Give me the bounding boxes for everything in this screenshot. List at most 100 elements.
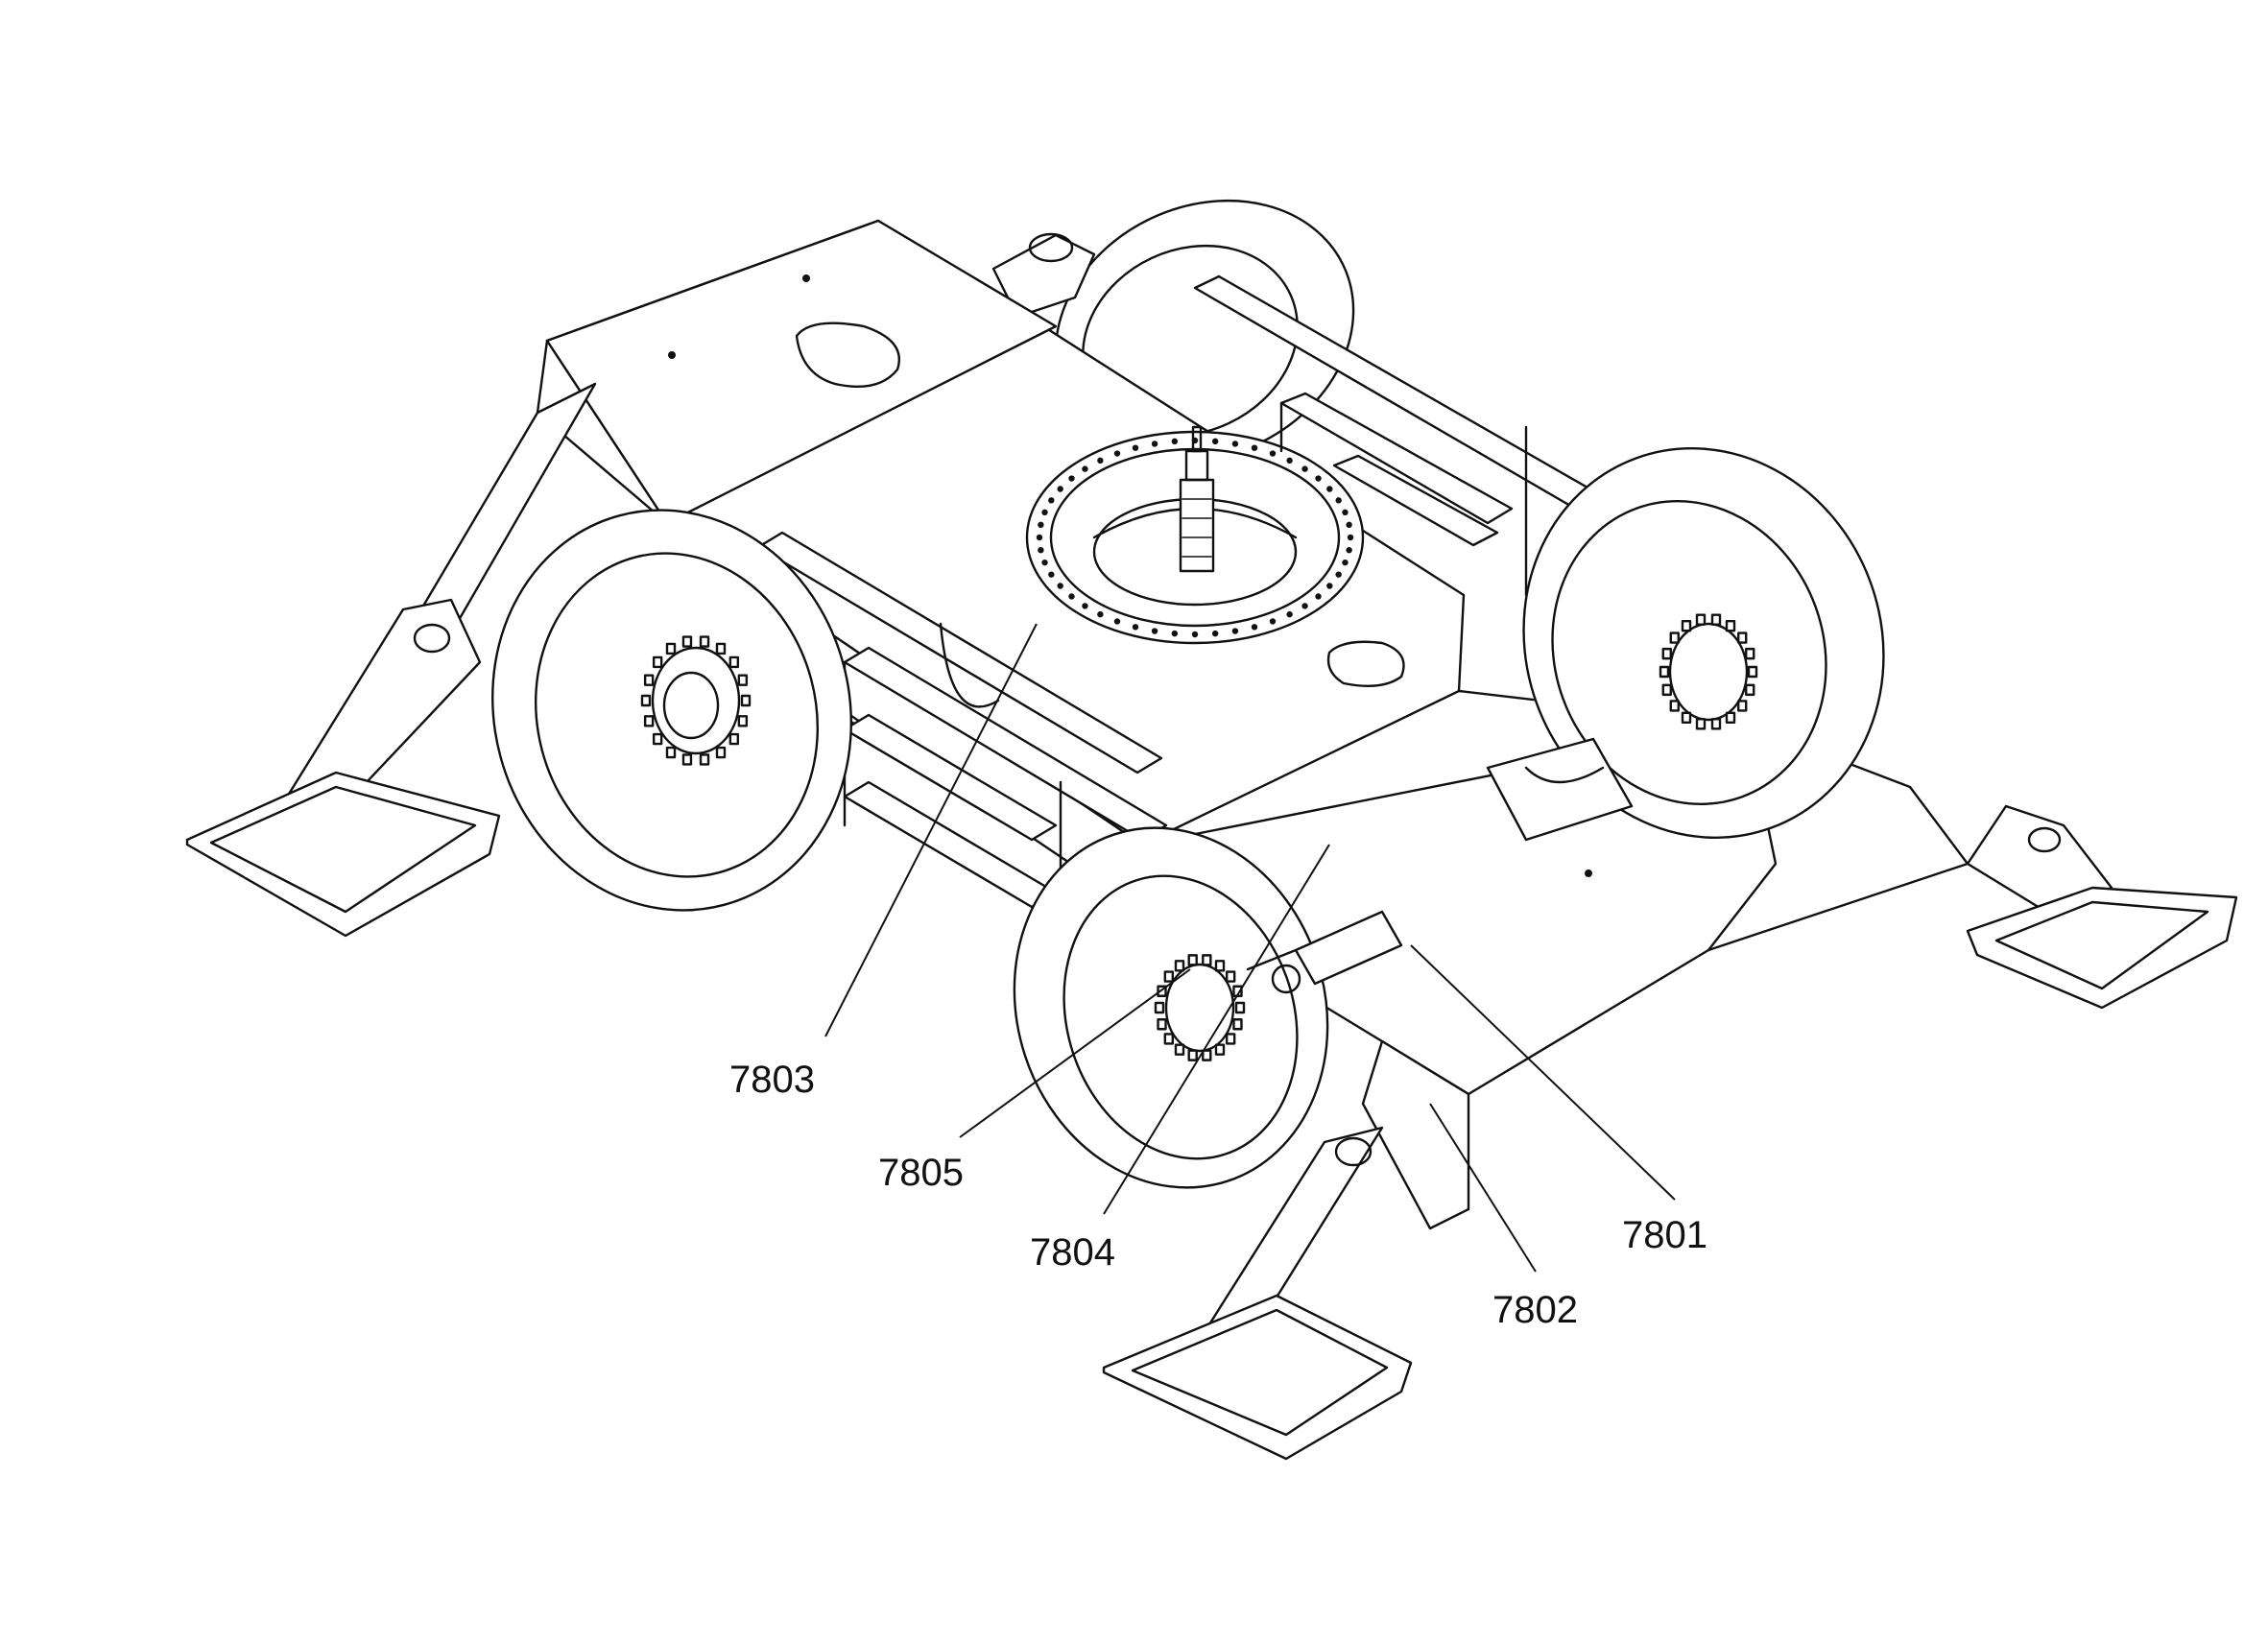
front-left-wheel bbox=[1013, 826, 1329, 1189]
callout-7804: 7804 bbox=[1030, 1231, 1115, 1274]
bolt-hole bbox=[1346, 546, 1352, 554]
bolt-hole bbox=[1041, 559, 1048, 566]
bolt-hole bbox=[1082, 465, 1088, 472]
hub-tooth bbox=[728, 732, 740, 746]
hub-tooth bbox=[1232, 1018, 1243, 1031]
bolt-hole bbox=[1342, 509, 1349, 516]
hub-tooth bbox=[1661, 647, 1672, 660]
hub-tooth bbox=[652, 732, 663, 746]
bolt-hole bbox=[1038, 521, 1044, 529]
bolt-hole bbox=[1068, 475, 1075, 482]
hub-tooth bbox=[1695, 613, 1707, 626]
left-rear-wheel-hub-teeth bbox=[640, 635, 752, 766]
hub-tooth bbox=[699, 635, 710, 648]
hub-tooth bbox=[1725, 619, 1736, 632]
hub-tooth bbox=[652, 655, 663, 669]
bolt-hole bbox=[1211, 630, 1219, 637]
hub-tooth bbox=[665, 746, 677, 759]
hub-tooth bbox=[1669, 631, 1680, 644]
bolt-hole bbox=[1171, 438, 1179, 445]
bolt-hole bbox=[1036, 534, 1043, 541]
hub-tooth bbox=[681, 753, 693, 766]
callout-7805: 7805 bbox=[878, 1152, 964, 1194]
callout-7801: 7801 bbox=[1622, 1214, 1707, 1256]
bolt-hole bbox=[1315, 475, 1322, 482]
hub-tooth bbox=[715, 746, 727, 759]
bolt-hole bbox=[1038, 546, 1044, 554]
hub-tooth bbox=[1695, 718, 1707, 730]
bolt-hole bbox=[1269, 618, 1277, 625]
hub-tooth bbox=[1214, 960, 1226, 972]
hub-tooth bbox=[1157, 985, 1167, 997]
bolt-hole bbox=[1342, 559, 1349, 566]
hub-tooth bbox=[1174, 1043, 1185, 1056]
hub-tooth bbox=[1737, 631, 1748, 644]
bolt-hole bbox=[1251, 624, 1258, 631]
bolt-hole bbox=[1068, 593, 1075, 600]
bolt-hole bbox=[1301, 603, 1308, 609]
hub-tooth bbox=[1681, 619, 1692, 632]
hub-tooth bbox=[728, 655, 740, 669]
bolt-hole bbox=[1097, 457, 1104, 465]
bolt-hole bbox=[1231, 628, 1239, 634]
bolt-hole bbox=[1132, 624, 1139, 631]
hub-tooth bbox=[681, 635, 693, 648]
bolt-hole bbox=[1097, 610, 1104, 618]
bolt-hole bbox=[1191, 631, 1199, 638]
center-swivel bbox=[1179, 425, 1215, 573]
hub-tooth bbox=[1747, 665, 1758, 679]
hub-tooth bbox=[1745, 647, 1755, 660]
hub-tooth bbox=[1681, 711, 1692, 725]
outrigger-rear-left bbox=[185, 382, 597, 938]
leader-7805 bbox=[959, 968, 1191, 1138]
bolt-hole bbox=[1048, 571, 1055, 578]
hub-tooth bbox=[1234, 1001, 1246, 1014]
hub-tooth bbox=[737, 674, 749, 686]
bolt-hole bbox=[1041, 509, 1048, 516]
bolt-hole bbox=[1048, 497, 1055, 504]
bolt-hole bbox=[1113, 618, 1121, 625]
hub-tooth bbox=[699, 753, 710, 766]
hub-tooth bbox=[1725, 711, 1736, 725]
hub-tooth bbox=[665, 642, 677, 655]
right-front-wheel bbox=[1522, 447, 1885, 839]
bolt-hole bbox=[1286, 610, 1293, 618]
bolt-hole bbox=[1335, 571, 1342, 578]
bolt-hole bbox=[1082, 603, 1088, 609]
bolt-hole bbox=[1151, 628, 1158, 634]
leader-7801 bbox=[1410, 944, 1676, 1201]
bolt-hole bbox=[1269, 450, 1277, 457]
hub-tooth bbox=[1154, 1001, 1165, 1014]
bolt-hole bbox=[1315, 593, 1322, 600]
slewing-ring-bolt-holes bbox=[1036, 437, 1354, 638]
bolt-hole bbox=[1251, 444, 1258, 451]
hub-tooth bbox=[1163, 970, 1175, 983]
ladder-right bbox=[1193, 274, 1610, 597]
right-front-wheel-hub-teeth bbox=[1659, 613, 1758, 730]
ladder-left bbox=[756, 531, 1168, 909]
leader-lines bbox=[824, 623, 1676, 1273]
outrigger-right-front bbox=[1966, 804, 2238, 1010]
bolt-hole bbox=[1132, 444, 1139, 451]
hub-tooth bbox=[1157, 1018, 1167, 1031]
axle-link bbox=[1486, 737, 1634, 842]
bolt-hole bbox=[1346, 521, 1352, 529]
hub-tooth bbox=[1710, 718, 1722, 730]
bolt-hole bbox=[1326, 486, 1333, 492]
hub-tooth bbox=[1202, 954, 1212, 966]
callout-7803: 7803 bbox=[729, 1059, 815, 1101]
bolt-hole bbox=[1326, 583, 1333, 589]
hub-tooth bbox=[1710, 613, 1722, 626]
hub-tooth bbox=[1214, 1043, 1226, 1056]
hub-tooth bbox=[1225, 1033, 1236, 1045]
bolt-hole bbox=[1057, 583, 1063, 589]
bolt-hole bbox=[1057, 486, 1063, 492]
callout-7802: 7802 bbox=[1492, 1289, 1578, 1331]
hub-tooth bbox=[643, 715, 655, 727]
hub-tooth bbox=[1225, 970, 1236, 983]
hub-tooth bbox=[1187, 954, 1198, 966]
hub-tooth bbox=[643, 674, 655, 686]
hub-tooth bbox=[715, 642, 727, 655]
hub-tooth bbox=[1163, 1033, 1175, 1045]
